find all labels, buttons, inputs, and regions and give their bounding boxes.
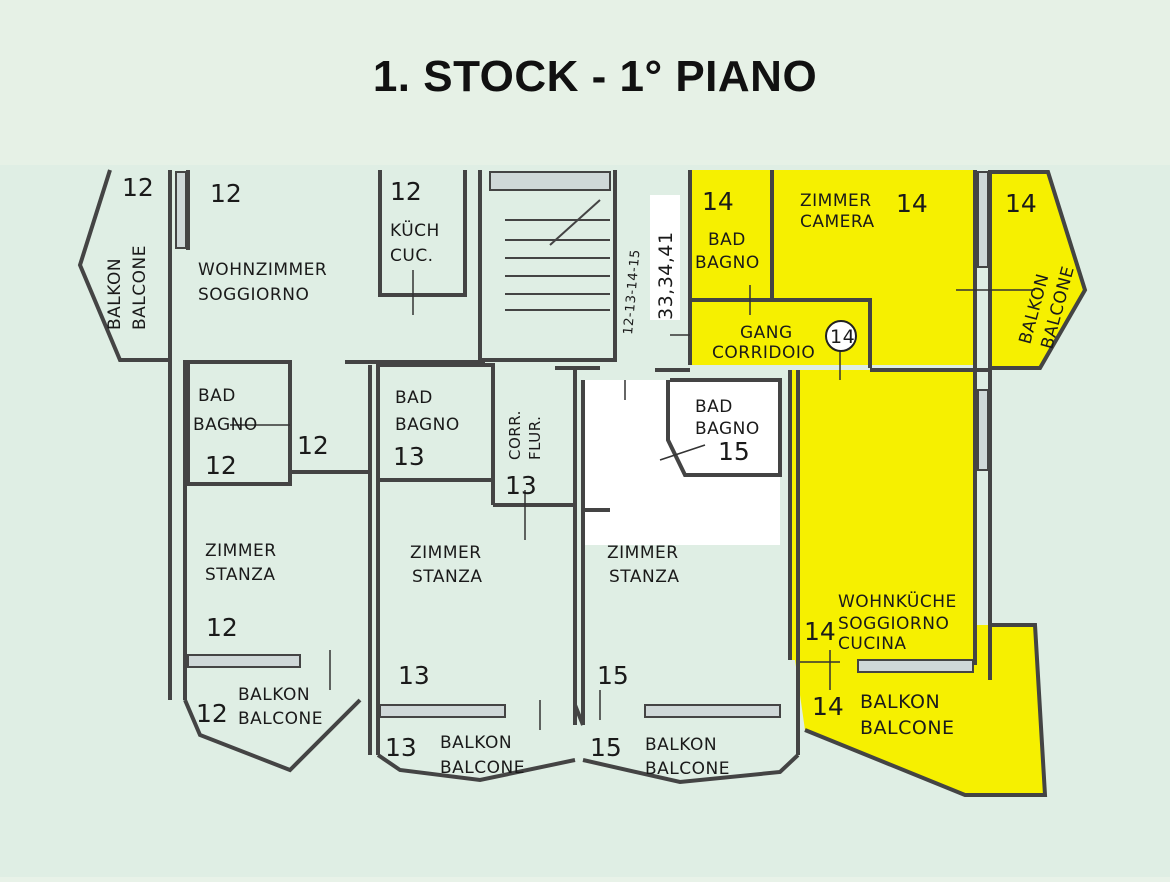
bad-12-label-2: BAGNO <box>193 415 258 435</box>
room-number: 14 <box>896 189 928 218</box>
bad-14-label-1: BAD <box>708 230 746 250</box>
unit-15-bath-area <box>583 380 780 545</box>
balkon-15-label-2: BALCONE <box>645 759 730 779</box>
balkon-14-right-area <box>990 172 1085 368</box>
balkon-14-label-1: BALKON <box>860 691 940 713</box>
stair-number-box <box>650 195 680 320</box>
gang-label-2: CORRIDOIO <box>712 343 815 363</box>
balkon-left-label-1: BALKON <box>105 258 125 330</box>
room-number: 13 <box>393 442 425 471</box>
room-number: 13 <box>505 471 537 500</box>
zimmer-14-label-2: CAMERA <box>800 212 875 232</box>
room-number: 12 <box>210 179 242 208</box>
room-number: 15 <box>597 661 629 690</box>
zimmer-13-label-2: STANZA <box>412 567 482 587</box>
header: 1. STOCK - 1° PIANO <box>0 0 1170 165</box>
balkon-13-label-2: BALCONE <box>440 758 525 778</box>
walls <box>77 169 1088 797</box>
zimmer-15-label-1: ZIMMER <box>607 543 679 563</box>
wohnkueche-label-1: WOHNKÜCHE <box>838 590 957 612</box>
room-number: 15 <box>718 437 750 466</box>
gang-14-area <box>690 300 870 365</box>
room-number: 12 <box>196 699 228 728</box>
room-number: 12 <box>206 613 238 642</box>
stair-note: 12-13-14-15 <box>621 249 643 336</box>
corr-label-1: CORR. <box>506 410 524 460</box>
balkon-left-label-2: BALCONE <box>130 245 150 330</box>
room-number: 13 <box>385 733 417 762</box>
kuch-label-2: CUC. <box>390 246 434 266</box>
stair-number: 33,34,41 <box>655 231 677 320</box>
room-number: 13 <box>398 661 430 690</box>
room-number: 12 <box>297 431 329 460</box>
room-number: 12 <box>390 177 422 206</box>
unit-14-highlight <box>690 170 1085 795</box>
corridor-number: 14 <box>830 326 855 348</box>
floor-plan-drawing: BALKON BALCONE 12 12 WOHNZIMMER SOGGIORN… <box>77 169 1088 797</box>
balkon-12-label-2: BALCONE <box>238 709 323 729</box>
corr-label-2: FLUR. <box>526 416 544 460</box>
stair-steps <box>505 199 610 311</box>
windows <box>175 171 989 718</box>
wohnkueche-label-2: SOGGIORNO <box>838 614 949 634</box>
room-number: 14 <box>1005 189 1037 218</box>
room-number: 14 <box>804 617 836 646</box>
bad-14-area <box>690 170 772 300</box>
bad-13-label-2: BAGNO <box>395 415 460 435</box>
floor-plan: BALKON BALCONE 12 12 WOHNZIMMER SOGGIORN… <box>0 165 1170 877</box>
door-marks <box>230 270 1035 730</box>
room-number: 14 <box>812 692 844 721</box>
room-number: 12 <box>122 173 154 202</box>
wohnzimmer-label-2: SOGGIORNO <box>198 285 309 305</box>
wohnkueche-label-3: CUCINA <box>838 634 907 654</box>
zimmer-14-area <box>772 170 975 365</box>
kuch-label-1: KÜCH <box>390 219 440 241</box>
zimmer-14-label-1: ZIMMER <box>800 191 872 211</box>
bad-13-label-1: BAD <box>395 388 433 408</box>
bad-14-label-2: BAGNO <box>695 253 760 273</box>
balkon-14-label-2: BALCONE <box>860 717 955 739</box>
bad-12-label-1: BAD <box>198 386 236 406</box>
page-title: 1. STOCK - 1° PIANO <box>372 52 818 101</box>
zimmer-13-label-1: ZIMMER <box>410 543 482 563</box>
room-number: 12 <box>205 451 237 480</box>
room-number: 14 <box>702 187 734 216</box>
zimmer-12-label-2: STANZA <box>205 565 275 585</box>
balkon-13-label-1: BALKON <box>440 733 512 753</box>
balkon-12-label-1: BALKON <box>238 685 310 705</box>
gang-label-1: GANG <box>740 323 793 343</box>
room-number: 15 <box>590 733 622 762</box>
bad-15-label-2: BAGNO <box>695 419 760 439</box>
wohnzimmer-label-1: WOHNZIMMER <box>198 260 327 280</box>
bad-15-label-1: BAD <box>695 397 733 417</box>
zimmer-12-label-1: ZIMMER <box>205 541 277 561</box>
wohnkueche-14-area <box>790 370 1045 795</box>
zimmer-15-label-2: STANZA <box>609 567 679 587</box>
balkon-15-label-1: BALKON <box>645 735 717 755</box>
corridor-number-circle <box>825 320 857 352</box>
